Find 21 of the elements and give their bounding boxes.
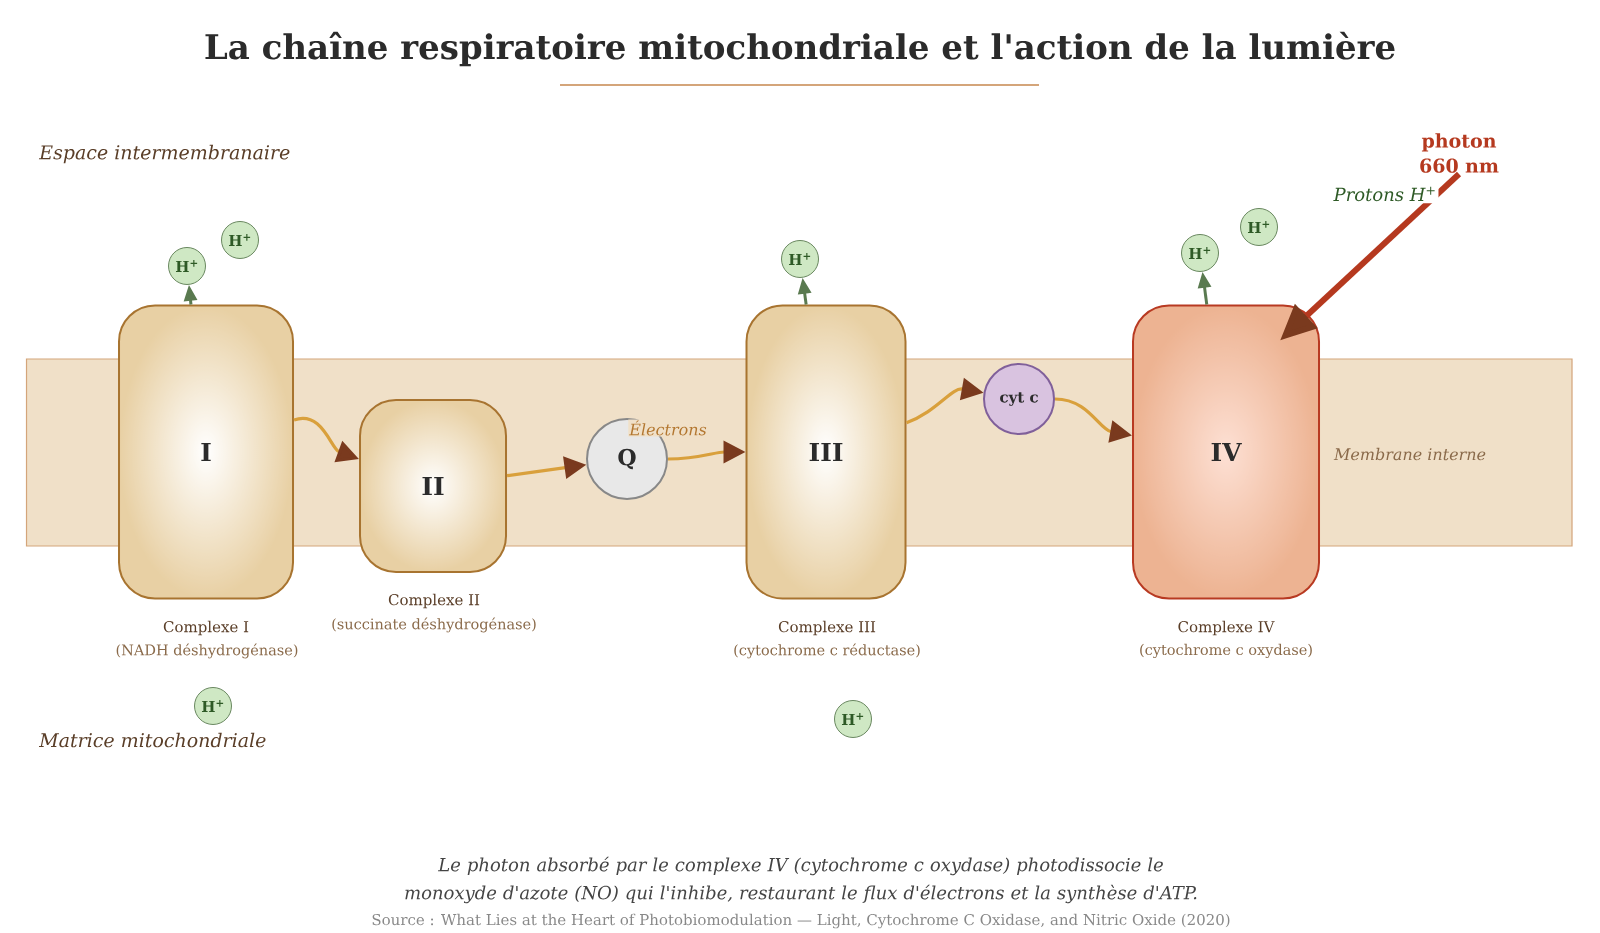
complex-box: I [118,304,294,600]
complex-subtitle: (NADH déshydrogénase) [116,643,298,659]
complex-box: IV [1132,304,1320,600]
photon-label: photon 660 nm [1420,133,1499,173]
complex-box: II [359,399,507,573]
complex-subtitle: (cytochrome c réductase) [734,643,920,659]
complex-name: Complexe I [163,620,249,636]
complex-name: Complexe II [388,593,480,609]
complex-name: Complexe III [778,620,876,636]
complex-box: III [745,304,907,600]
source-note: Source : What Lies at the Heart of Photobiomodulation — Light, Cytochrome C Oxidase, and Nitric Oxide (2020) [372,913,1230,929]
title: La chaîne respiratoire mitochondriale et l'action de la lumière [205,31,1395,67]
complex-subtitle: (cytochrome c oxydase) [1140,643,1312,659]
membrane-label: Membrane interne [1333,447,1486,461]
edge-label: Électrons [629,420,707,436]
region-label: Matrice mitochondriale [38,732,266,748]
complex-subtitle: (succinate déshydrogénase) [332,617,536,633]
caption: Le photon absorbé par le complexe IV (cytochrome c oxydase) photodissocie le monoxyde d'azote (NO) qui l'inhibe, restaurant le flux d'électrons et la synthèse d'ATP. [405,856,1197,904]
region-label: Espace intermembranaire [38,144,290,164]
complex-name: Complexe IV [1178,620,1275,636]
protons-label: Protons H$^{+}$ [1333,186,1435,202]
